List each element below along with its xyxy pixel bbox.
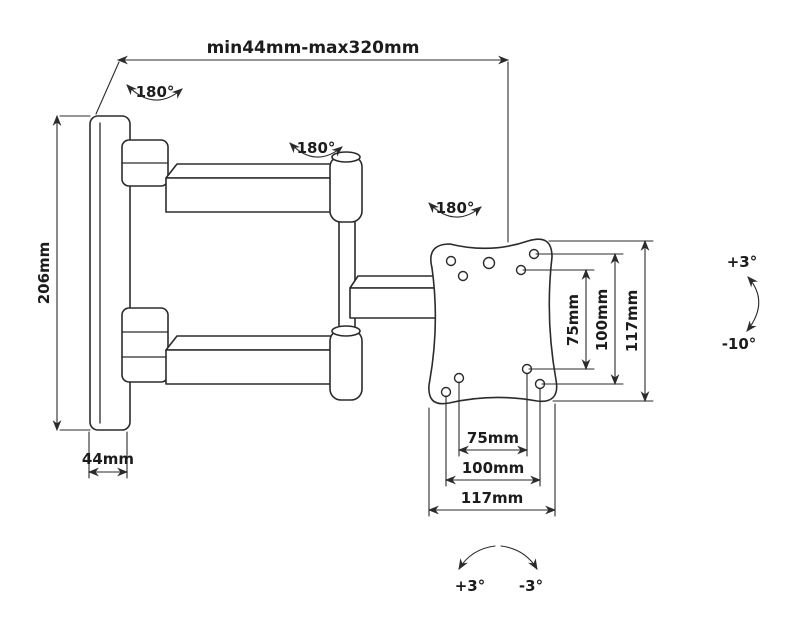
plate-width-dimension: 44mm (82, 431, 134, 479)
upper-arm-bracket (121, 139, 169, 187)
vesa-vertical-75-dimension: 75mm (522, 268, 595, 371)
swivel-angle-wall-label: 180° (136, 83, 175, 101)
vesa-horizontal-100-dimension: 100mm (444, 388, 542, 487)
vesa-75mm-horizontal-label: 75mm (467, 429, 519, 447)
vesa-plate (428, 238, 558, 405)
vesa-75mm-vertical-label: 75mm (564, 294, 582, 346)
mount-drawing (89, 115, 558, 431)
rotation-cw-angle-label: +3° (455, 577, 486, 595)
vesa-117mm-horizontal-label: 117mm (461, 489, 524, 507)
vesa-hole-75-bl (453, 372, 465, 384)
upper-arm (165, 163, 349, 213)
extension-arm (349, 275, 458, 319)
swivel-angle-head: 180° (428, 199, 482, 218)
vesa-vertical-100-dimension: 100mm (535, 252, 624, 386)
vesa-center-hole (482, 256, 496, 270)
lower-arm (165, 335, 349, 385)
plate-width-dimension-label: 44mm (82, 450, 134, 468)
extension-dimension-label: min44mm-max320mm (207, 38, 420, 58)
vesa-100mm-vertical-label: 100mm (593, 289, 611, 352)
tilt-indicator: +3° -10° (722, 253, 760, 353)
extension-range-dimension: min44mm-max320mm (95, 38, 510, 243)
vesa-hole-100-bl (440, 386, 452, 398)
rotation-arc (126, 84, 183, 101)
tilt-arc (746, 276, 760, 332)
vesa-horizontal-117-dimension: 117mm (427, 403, 557, 517)
tilt-down-angle-label: -10° (722, 335, 757, 353)
upper-elbow-pivot (329, 151, 363, 223)
rotation-arc-right (500, 545, 538, 570)
plate-height-dimension-label: 206mm (35, 242, 53, 305)
plate-height-dimension: 206mm (35, 114, 91, 432)
vesa-hole-75-tl (457, 270, 469, 282)
vesa-117mm-vertical-label: 117mm (623, 290, 641, 353)
rotation-indicator: +3° -3° (455, 545, 543, 595)
vesa-vertical-117-dimension: 117mm (548, 239, 654, 403)
rotation-arc (289, 142, 343, 158)
rotation-arc (428, 202, 482, 218)
tilt-up-angle-label: +3° (727, 253, 758, 271)
wall-plate (89, 115, 131, 431)
rotation-arc-left (458, 545, 496, 570)
vesa-100mm-horizontal-label: 100mm (462, 459, 525, 477)
lower-arm-bracket (121, 307, 169, 383)
vesa-hole-100-tl (445, 255, 457, 267)
vesa-horizontal-75-dimension: 75mm (457, 373, 529, 457)
swivel-angle-elbow: 180° (289, 139, 343, 158)
extension-line (95, 61, 120, 115)
lower-elbow-pivot (329, 325, 363, 401)
rotation-ccw-angle-label: -3° (519, 577, 543, 595)
elbow-axle (338, 204, 356, 341)
swivel-angle-wall: 180° (126, 83, 183, 101)
dimension-annotations: min44mm-max320mm 206mm 44mm 7 (35, 38, 760, 595)
